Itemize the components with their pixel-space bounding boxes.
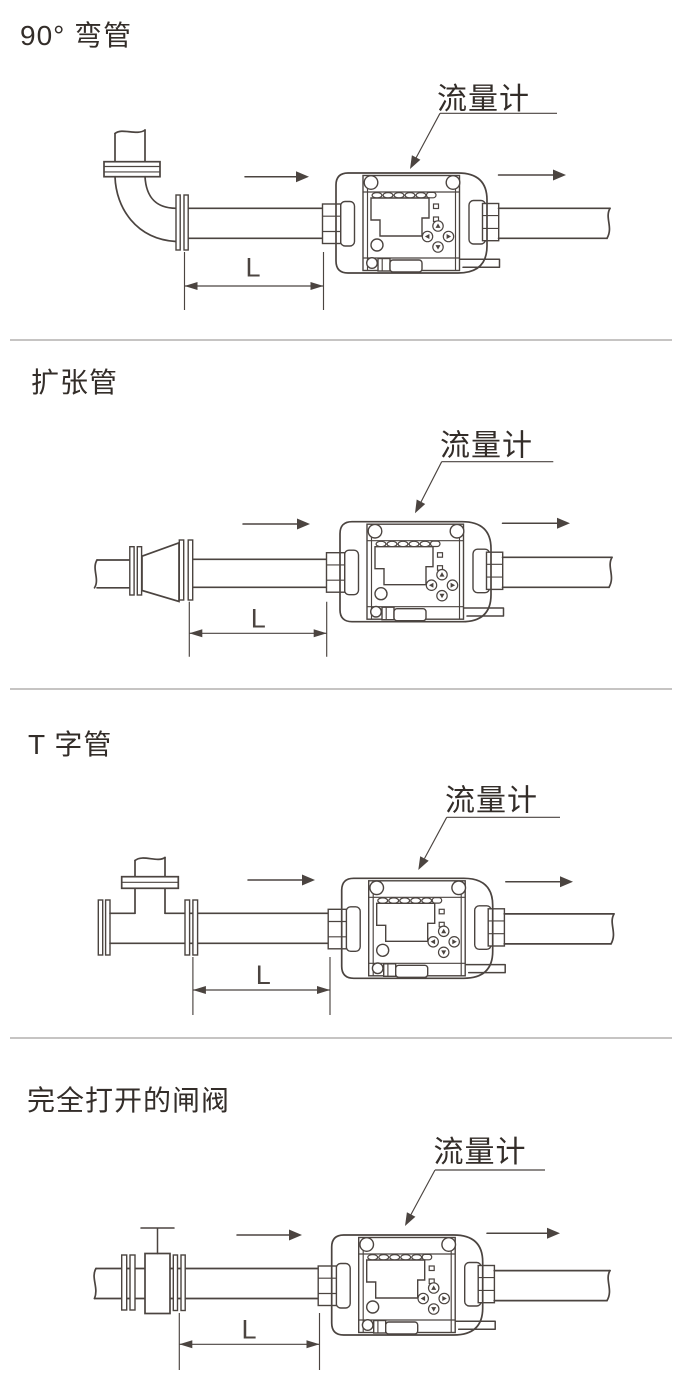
leader-arrow-icon (415, 499, 426, 514)
flow-meter (317, 1234, 497, 1336)
dimension-label: L (241, 1315, 256, 1345)
flange (178, 539, 194, 601)
dimension-label: L (245, 253, 260, 283)
flow-arrow-icon (247, 874, 315, 886)
expander-pipe (93, 541, 180, 603)
section-title: 90° 弯管 (20, 20, 132, 51)
meter-label: 流量计 (434, 1136, 527, 1169)
section-elbow: 90° 弯管 (0, 0, 680, 349)
section-tee: T 字管 (0, 698, 680, 1047)
section-title: 完全打开的闸阀 (27, 1085, 230, 1116)
gate-valve-pipe (93, 1227, 320, 1315)
flange (175, 194, 189, 251)
flow-meter (325, 520, 505, 623)
pipe-break-line (134, 856, 166, 862)
flow-arrow-icon (497, 169, 566, 181)
pipe-break-line (93, 559, 98, 589)
expander-diagram: 扩张管 (10, 367, 672, 690)
meter-callout: 流量计 (415, 430, 554, 514)
flow-arrow-icon (486, 1227, 560, 1239)
elbow-pipe (103, 129, 177, 243)
meter-callout: 流量计 (410, 83, 557, 169)
flow-arrow-icon (236, 1229, 302, 1241)
flow-arrow-icon (244, 171, 309, 183)
tee-pipe (97, 856, 330, 956)
section-title: 扩张管 (31, 367, 118, 398)
flow-arrow-icon (242, 518, 310, 530)
pipe (187, 207, 324, 240)
tee-diagram: T 字管 (10, 729, 672, 1039)
pipe-downstream (497, 207, 611, 240)
leader-arrow-icon (405, 1212, 416, 1226)
leader-arrow-icon (418, 856, 429, 870)
dimension-L: L (178, 1313, 321, 1370)
dimension-L: L (188, 601, 328, 657)
pipe-break-line (608, 556, 613, 589)
flow-meter (321, 172, 501, 274)
pipe-break-line (606, 207, 611, 240)
pipe-break-line (610, 913, 615, 945)
pipe-downstream (493, 1269, 611, 1302)
elbow-diagram: 90° 弯管 (10, 20, 672, 341)
valve-body (144, 1252, 171, 1315)
meter-label: 流量计 (437, 83, 530, 116)
gate-valve-diagram: 完全打开的闸阀 流量计 (27, 1085, 611, 1370)
meter-callout: 流量计 (418, 785, 560, 870)
section-expander: 扩张管 (0, 349, 680, 698)
dimension-label: L (256, 960, 271, 990)
meter-label: 流量计 (445, 785, 538, 818)
flow-arrow-icon (501, 517, 570, 529)
meter-label: 流量计 (440, 430, 533, 463)
flow-arrow-icon (505, 876, 573, 888)
dimension-label: L (251, 604, 266, 634)
pipe-downstream (503, 913, 615, 945)
flange (184, 899, 199, 956)
valve-stem-handle (140, 1227, 175, 1255)
pipe (192, 558, 328, 589)
flow-meter (327, 877, 507, 980)
dimension-L: L (183, 252, 325, 310)
pipe-downstream (501, 556, 613, 589)
pipe-break-line (114, 129, 146, 135)
pipe-break-line (606, 1269, 611, 1302)
expansion-cone (141, 541, 180, 603)
section-title: T 字管 (28, 729, 112, 760)
flange-band (103, 160, 161, 178)
leader-arrow-icon (410, 155, 421, 169)
section-gate-valve: 完全打开的闸阀 流量计 (0, 1047, 680, 1396)
pipe-break-line (93, 1267, 97, 1300)
meter-callout: 流量计 (405, 1136, 545, 1226)
dimension-L: L (192, 957, 331, 1015)
